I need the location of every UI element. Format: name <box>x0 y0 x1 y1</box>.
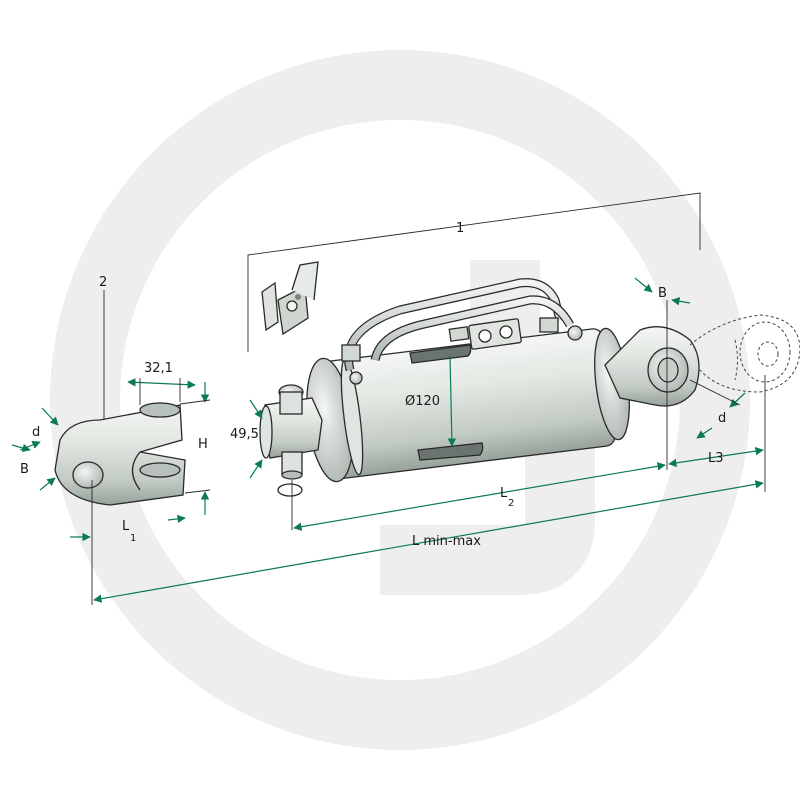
dimension-32-1-label: 32,1 <box>144 361 173 376</box>
dimension-b-left-label: B <box>20 462 29 477</box>
ball-joint-eye <box>604 326 700 407</box>
dimension-l2-label: L <box>500 486 508 501</box>
dimension-b-right-label: B <box>658 286 667 301</box>
dimension-diameter-label: Ø120 <box>405 394 440 409</box>
hydraulic-pipes <box>341 278 583 385</box>
piston-rod-head <box>259 384 323 497</box>
callout-2-label: 2 <box>99 275 107 290</box>
dimension-d-right-label: d <box>718 411 726 426</box>
dimension-l3-label: L3 <box>708 451 724 466</box>
mounting-bracket <box>261 261 319 336</box>
dimension-49-5-label: 49,5 <box>230 427 259 442</box>
dimension-l1-subscript: 1 <box>130 533 136 544</box>
alternate-eye-outline <box>689 314 800 393</box>
dimension-l2-subscript: 2 <box>508 498 514 509</box>
dimension-d-left-label: d <box>32 425 40 440</box>
dimension-h-label: H <box>198 437 208 452</box>
callout-1-label: 1 <box>456 221 464 236</box>
dimension-l1-label: L <box>122 519 130 534</box>
callout-1-bracket <box>247 192 701 352</box>
dimension-l-min-max-label: L min-max <box>412 534 481 549</box>
dimension-lines <box>11 277 766 605</box>
